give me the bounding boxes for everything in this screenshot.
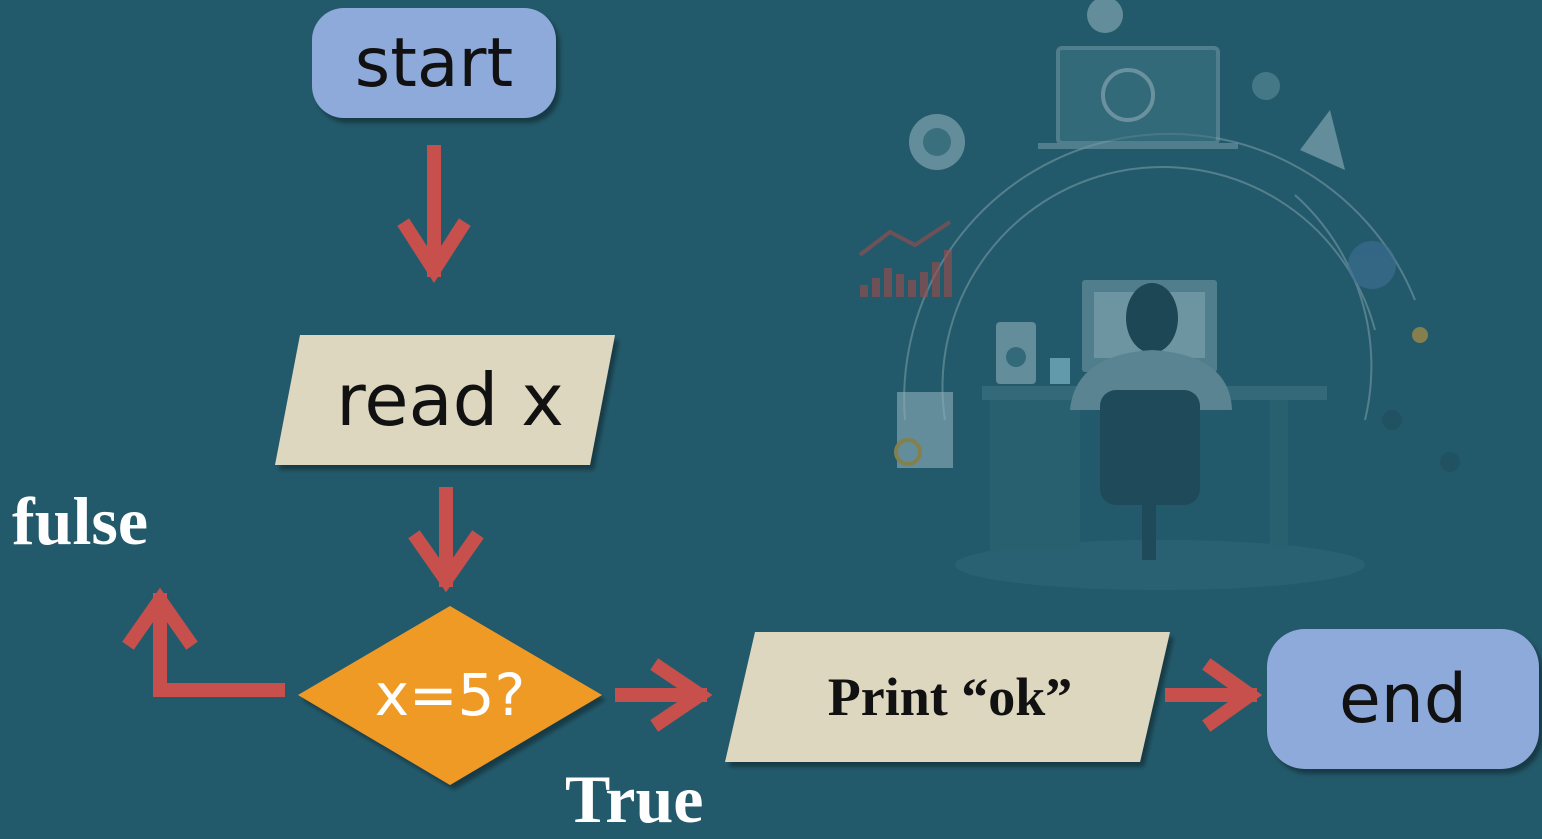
input-label: read x [336,358,564,442]
false-branch-label: fulse [12,483,148,559]
input-shape [275,335,615,465]
start-terminal: start [312,8,556,118]
decision-label: x=5? [374,661,526,729]
share-icon [1252,72,1280,100]
end-label: end [1338,659,1468,739]
floor-shadow [955,540,1365,590]
magnifier-icon [894,438,922,466]
true-branch-label: True [565,761,704,837]
globe-icon [1101,68,1155,122]
start-label: start [354,23,514,103]
end-terminal: end [1267,629,1539,769]
arrow-false-branch [122,587,285,697]
people-icon [1382,410,1402,430]
megaphone-icon [1300,110,1345,170]
cup-icon [1050,358,1070,384]
lightbulb-icon [1412,327,1428,343]
output-shape [725,632,1170,762]
arrow-start-to-read [397,145,471,283]
arrow-read-to-decision [408,487,484,593]
trend-line-icon [858,220,952,257]
orbit-arc-right [1294,194,1373,421]
person-icon [1126,283,1178,353]
pie-chart-icon [1087,0,1123,33]
output-label: Print “ok” [827,667,1073,727]
decision-shape [298,606,602,785]
arrow-true-branch [615,658,713,732]
orbit-arc-inner [941,166,1376,421]
arrow-print-to-end [1165,658,1263,732]
bar-chart-icon [860,250,952,297]
gear-icon [1348,241,1396,289]
document-icon [897,392,953,468]
chair-icon [1100,390,1200,505]
